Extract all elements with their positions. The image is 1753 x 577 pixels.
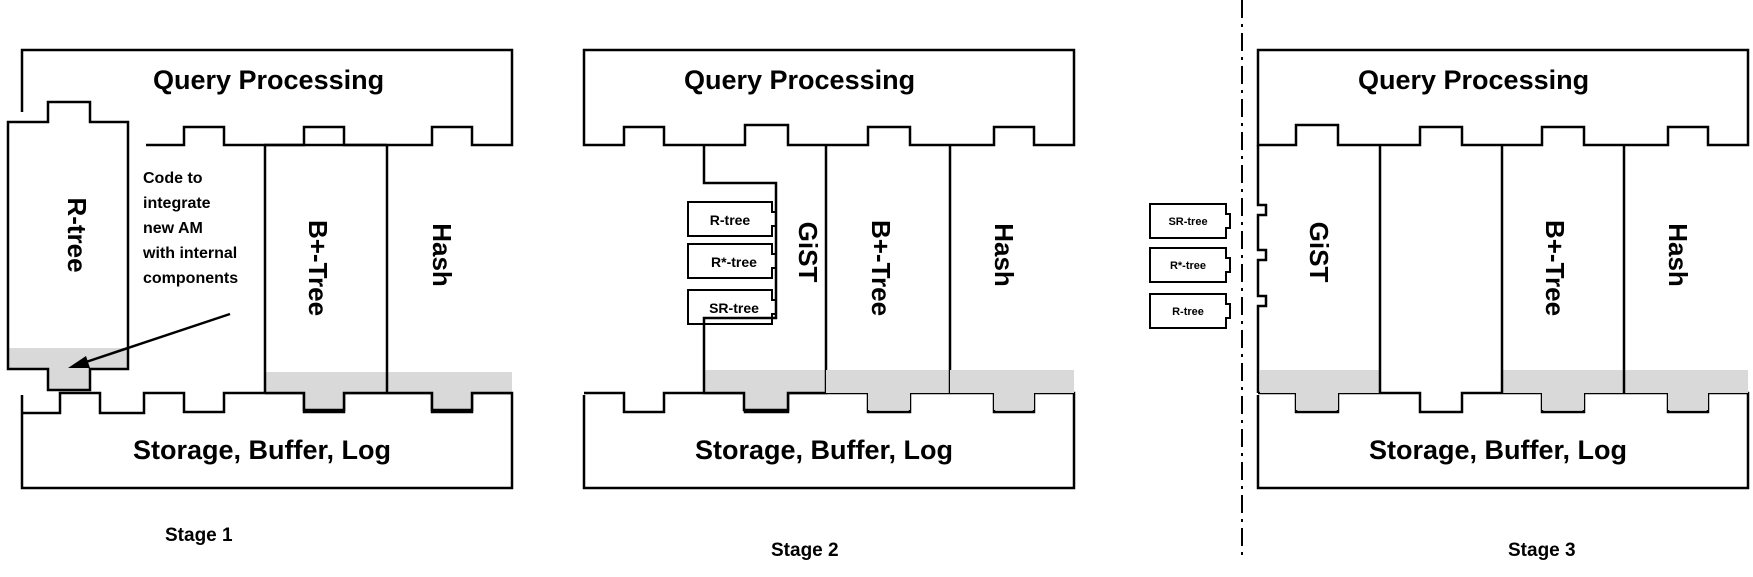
stage1-bplus-tree-label: B+-Tree	[303, 220, 333, 316]
stage2-gist-block	[702, 145, 828, 412]
stage1-query-processing-label: Query Processing	[153, 65, 384, 95]
stage3-plugin: R-tree	[1149, 293, 1231, 329]
stage2-plugin: R*-tree	[687, 243, 777, 279]
stage1-bplus-tree-block	[263, 143, 387, 412]
plugin-label: R*-tree	[711, 254, 757, 270]
stage3-plugin: R*-tree	[1149, 247, 1231, 283]
stage2-plugin: R-tree	[687, 201, 777, 237]
plugin-label: SR-tree	[1168, 216, 1207, 228]
annotation-arrow	[79, 312, 231, 366]
stage3-gist-label: GiST	[1304, 222, 1334, 283]
stage-2: R-tree R*-tree SR-tree Query Processing …	[582, 48, 1076, 561]
stage1-storage-label: Storage, Buffer, Log	[133, 435, 391, 465]
annotation-line: integrate	[143, 195, 211, 212]
stage2-caption: Stage 2	[771, 540, 839, 561]
plugin-label: R*-tree	[1170, 260, 1206, 272]
annotation-line: new AM	[143, 220, 203, 237]
stage2-storage-label: Storage, Buffer, Log	[695, 435, 953, 465]
arrow-head	[68, 356, 90, 368]
stage1-rtree-block	[6, 100, 130, 392]
annotation-line: with internal	[142, 245, 237, 262]
stage3-query-processing-box	[1256, 48, 1750, 147]
plugin-label: SR-tree	[709, 300, 759, 316]
stage3-plugin: SR-tree	[1149, 203, 1231, 239]
stage3-storage-label: Storage, Buffer, Log	[1369, 435, 1627, 465]
stage2-plugin: SR-tree	[687, 289, 777, 325]
stage3-caption: Stage 3	[1508, 540, 1576, 561]
stage3-hash-label: Hash	[1663, 223, 1693, 287]
stage2-bplus-tree-label: B+-Tree	[866, 220, 896, 316]
stage1-hash-label: Hash	[427, 223, 457, 287]
stage3-bplus-tree-label: B+-Tree	[1540, 220, 1570, 316]
stage1-hash-block	[385, 145, 512, 412]
plugin-label: R-tree	[710, 212, 751, 228]
stage-1: Query Processing Storage, Buffer, Log R-…	[6, 48, 514, 546]
stage1-caption: Stage 1	[165, 525, 233, 546]
stage1-rtree-label: R-tree	[62, 197, 92, 272]
stage3-query-processing-label: Query Processing	[1358, 65, 1589, 95]
stage2-hash-label: Hash	[989, 223, 1019, 287]
plugin-label: R-tree	[1172, 306, 1204, 318]
stage2-gist-label: GiST	[793, 222, 823, 283]
stage2-query-processing-label: Query Processing	[684, 65, 915, 95]
stage1-annotation: Code to integrate new AM with internal c…	[142, 170, 238, 287]
stage-3: SR-tree R*-tree R-tree Query Processing …	[1149, 48, 1750, 561]
annotation-line: components	[143, 270, 238, 287]
stage3-gist-block	[1256, 145, 1268, 393]
stage2-query-processing-box	[582, 48, 1076, 147]
annotation-line: Code to	[143, 170, 203, 187]
